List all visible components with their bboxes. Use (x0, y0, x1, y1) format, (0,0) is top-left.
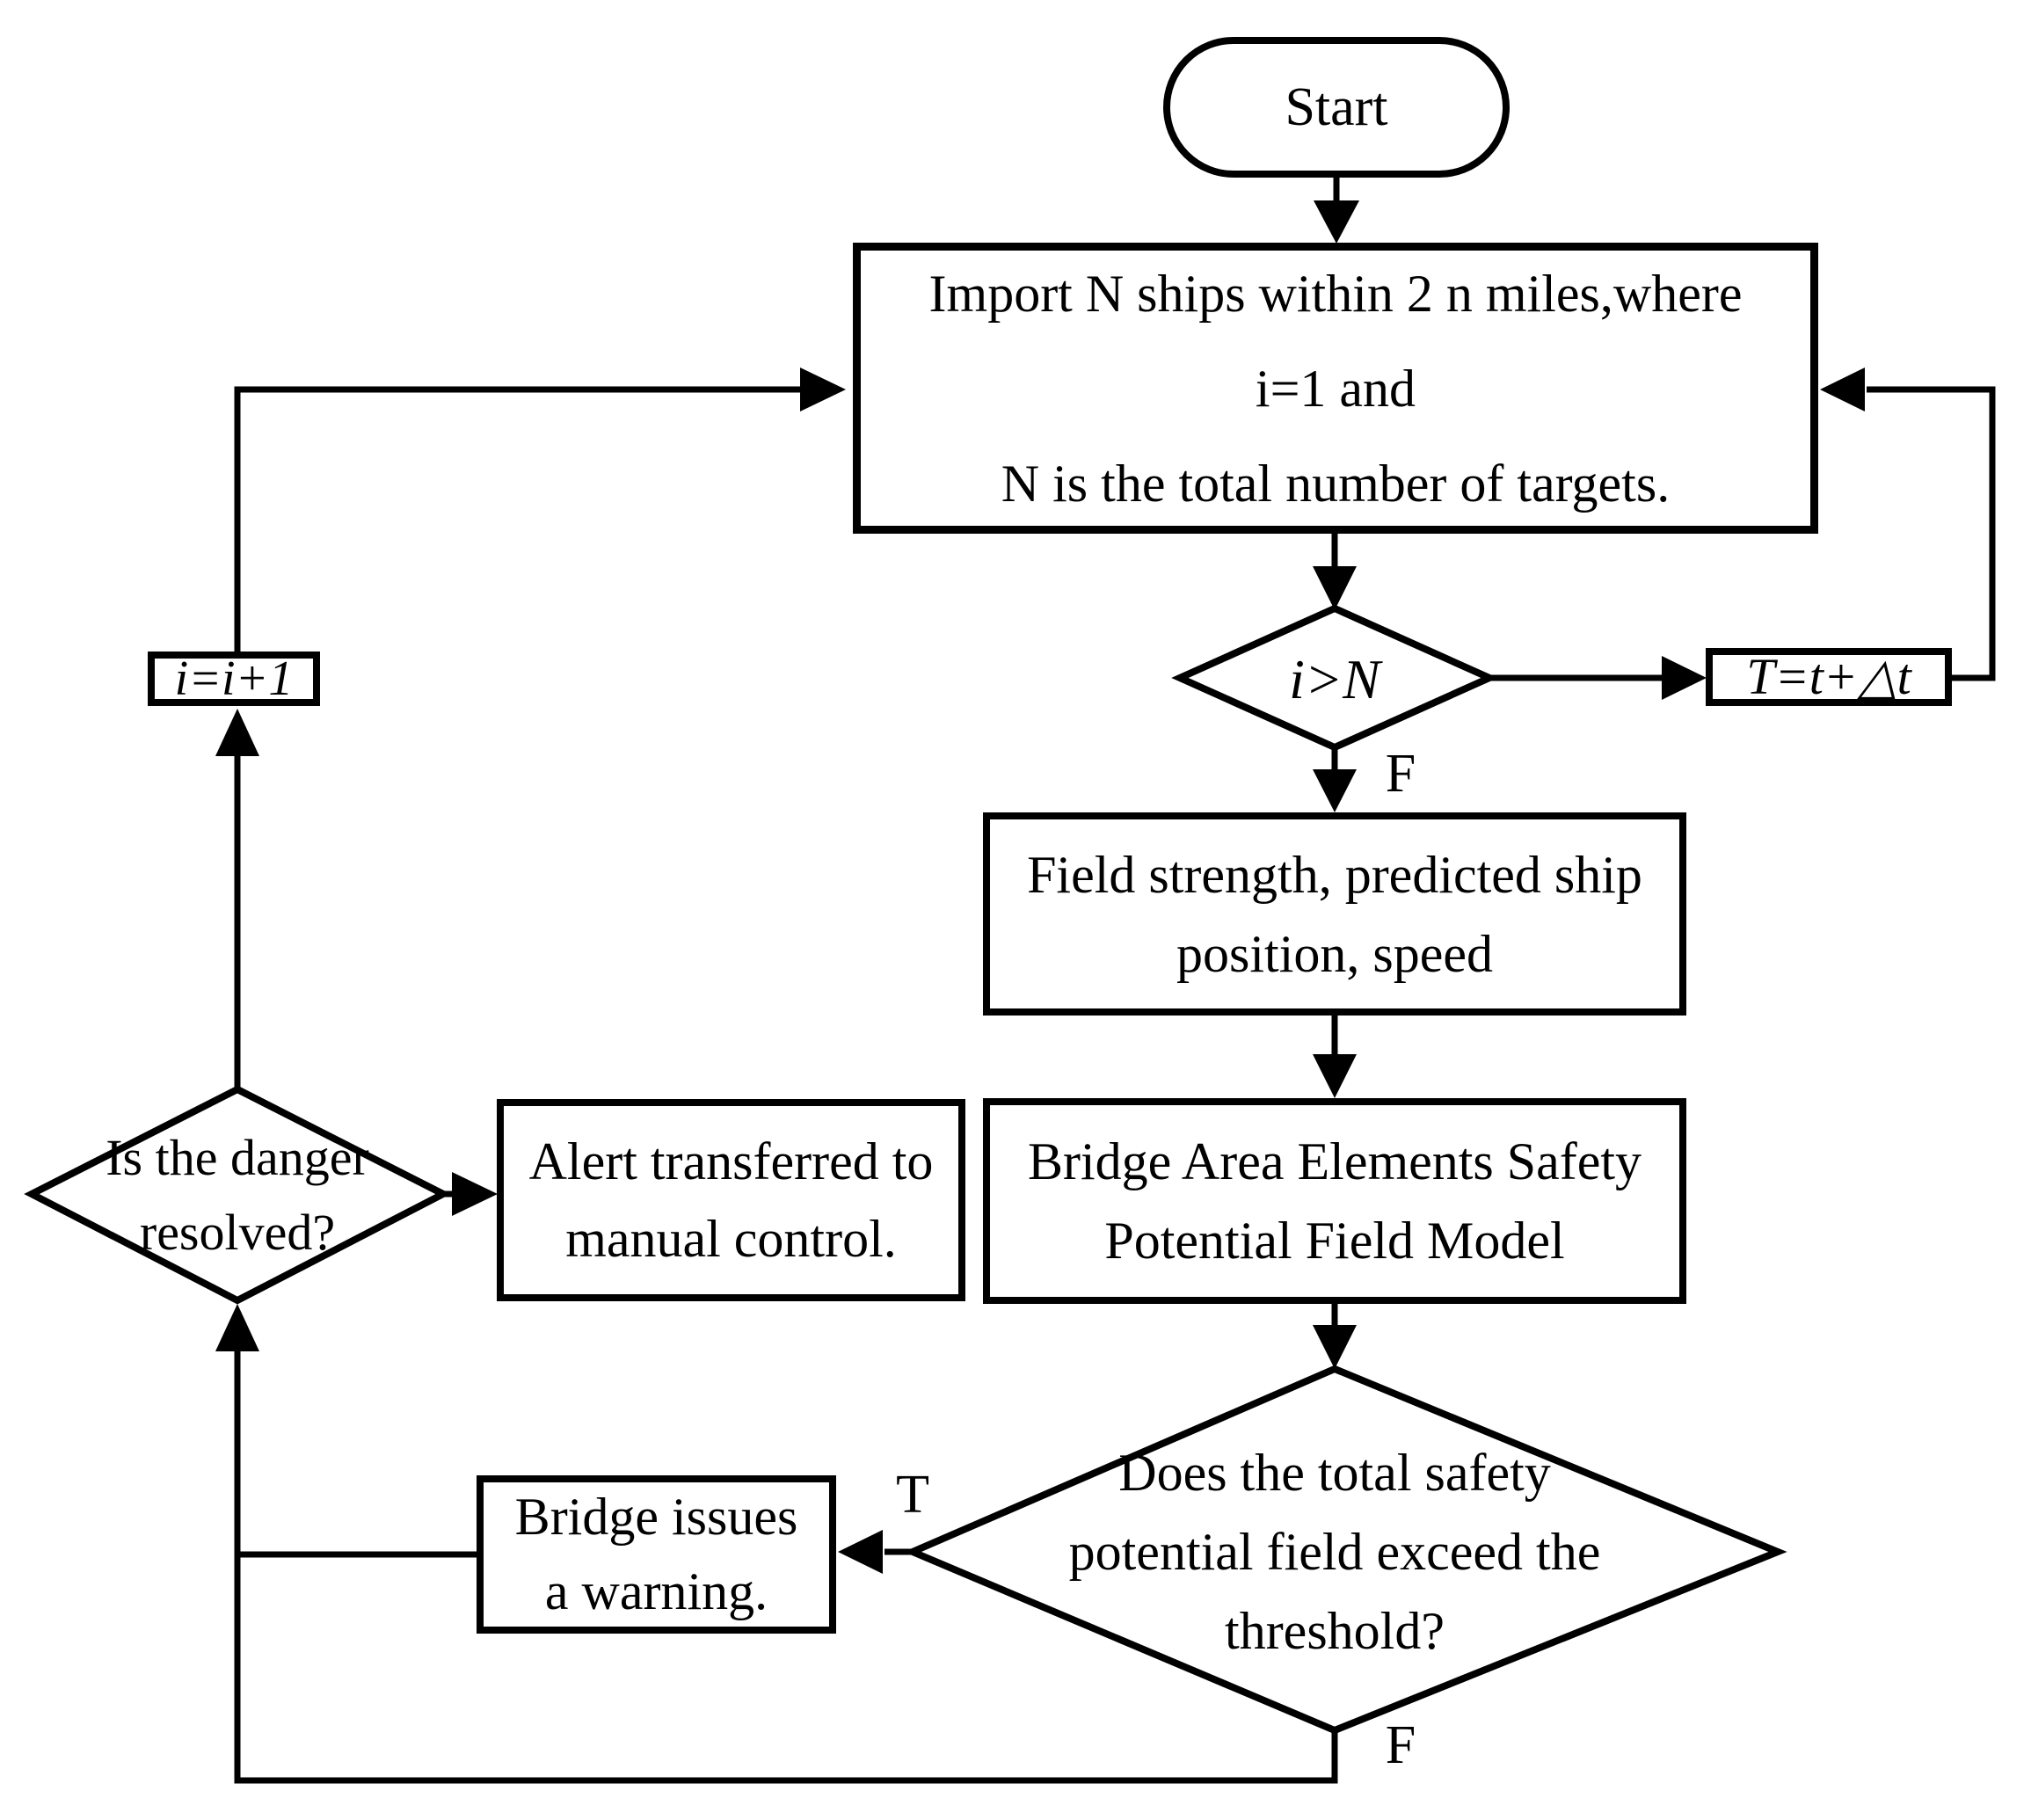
arrowhead-into-import-top (1314, 200, 1359, 244)
decision-threshold-shape (903, 1365, 1787, 1735)
decision-i-gt-n-label: i>N (1289, 648, 1380, 710)
arrowhead-into-bridge-model (1313, 1054, 1357, 1098)
edge-threshold-false-loop (234, 1350, 1338, 1784)
arrowhead-into-increment (215, 709, 259, 756)
process-field-strength: Field strength, predicted ship position,… (983, 812, 1686, 1016)
branch-label-true-threshold: T (896, 1464, 929, 1525)
decision-danger-resolved-shape (24, 1085, 451, 1305)
arrowhead-into-field (1313, 769, 1357, 812)
decision-threshold-label: Does the total safety potential field ex… (1068, 1444, 1601, 1660)
process-bridge-model: Bridge Area Elements Safety Potential Fi… (983, 1098, 1686, 1304)
process-bridge-warning: Bridge issues a warning. (477, 1475, 836, 1634)
arrowhead-into-alert (452, 1172, 498, 1216)
arrowhead-into-danger-bottom (215, 1304, 259, 1351)
arrowhead-into-tstep (1662, 656, 1707, 700)
arrowhead-into-import-right (1820, 368, 1865, 411)
edge-tstep-to-import-loop (1867, 386, 1996, 681)
arrowhead-into-warning (838, 1530, 883, 1574)
branch-label-false-threshold: F (1385, 1714, 1416, 1775)
arrowhead-into-threshold (1313, 1325, 1357, 1369)
process-time-step: T=t+△t (1706, 648, 1952, 706)
arrowhead-into-import-left (800, 368, 846, 411)
start-terminator: Start (1163, 37, 1510, 178)
process-alert-manual-control: Alert transferred to manual control. (497, 1099, 965, 1301)
branch-label-false-i-gt-n: F (1385, 743, 1416, 804)
arrowhead-into-decision-top (1313, 566, 1357, 610)
decision-i-gt-n-shape (1171, 604, 1498, 752)
process-import-ships: Import N ships within 2 n miles,where i=… (853, 243, 1818, 534)
edge-increment-to-import-loop (234, 386, 802, 654)
process-increment-i: i=i+1 (148, 652, 320, 706)
decision-danger-resolved-label: Is the danger resolved? (106, 1129, 369, 1261)
